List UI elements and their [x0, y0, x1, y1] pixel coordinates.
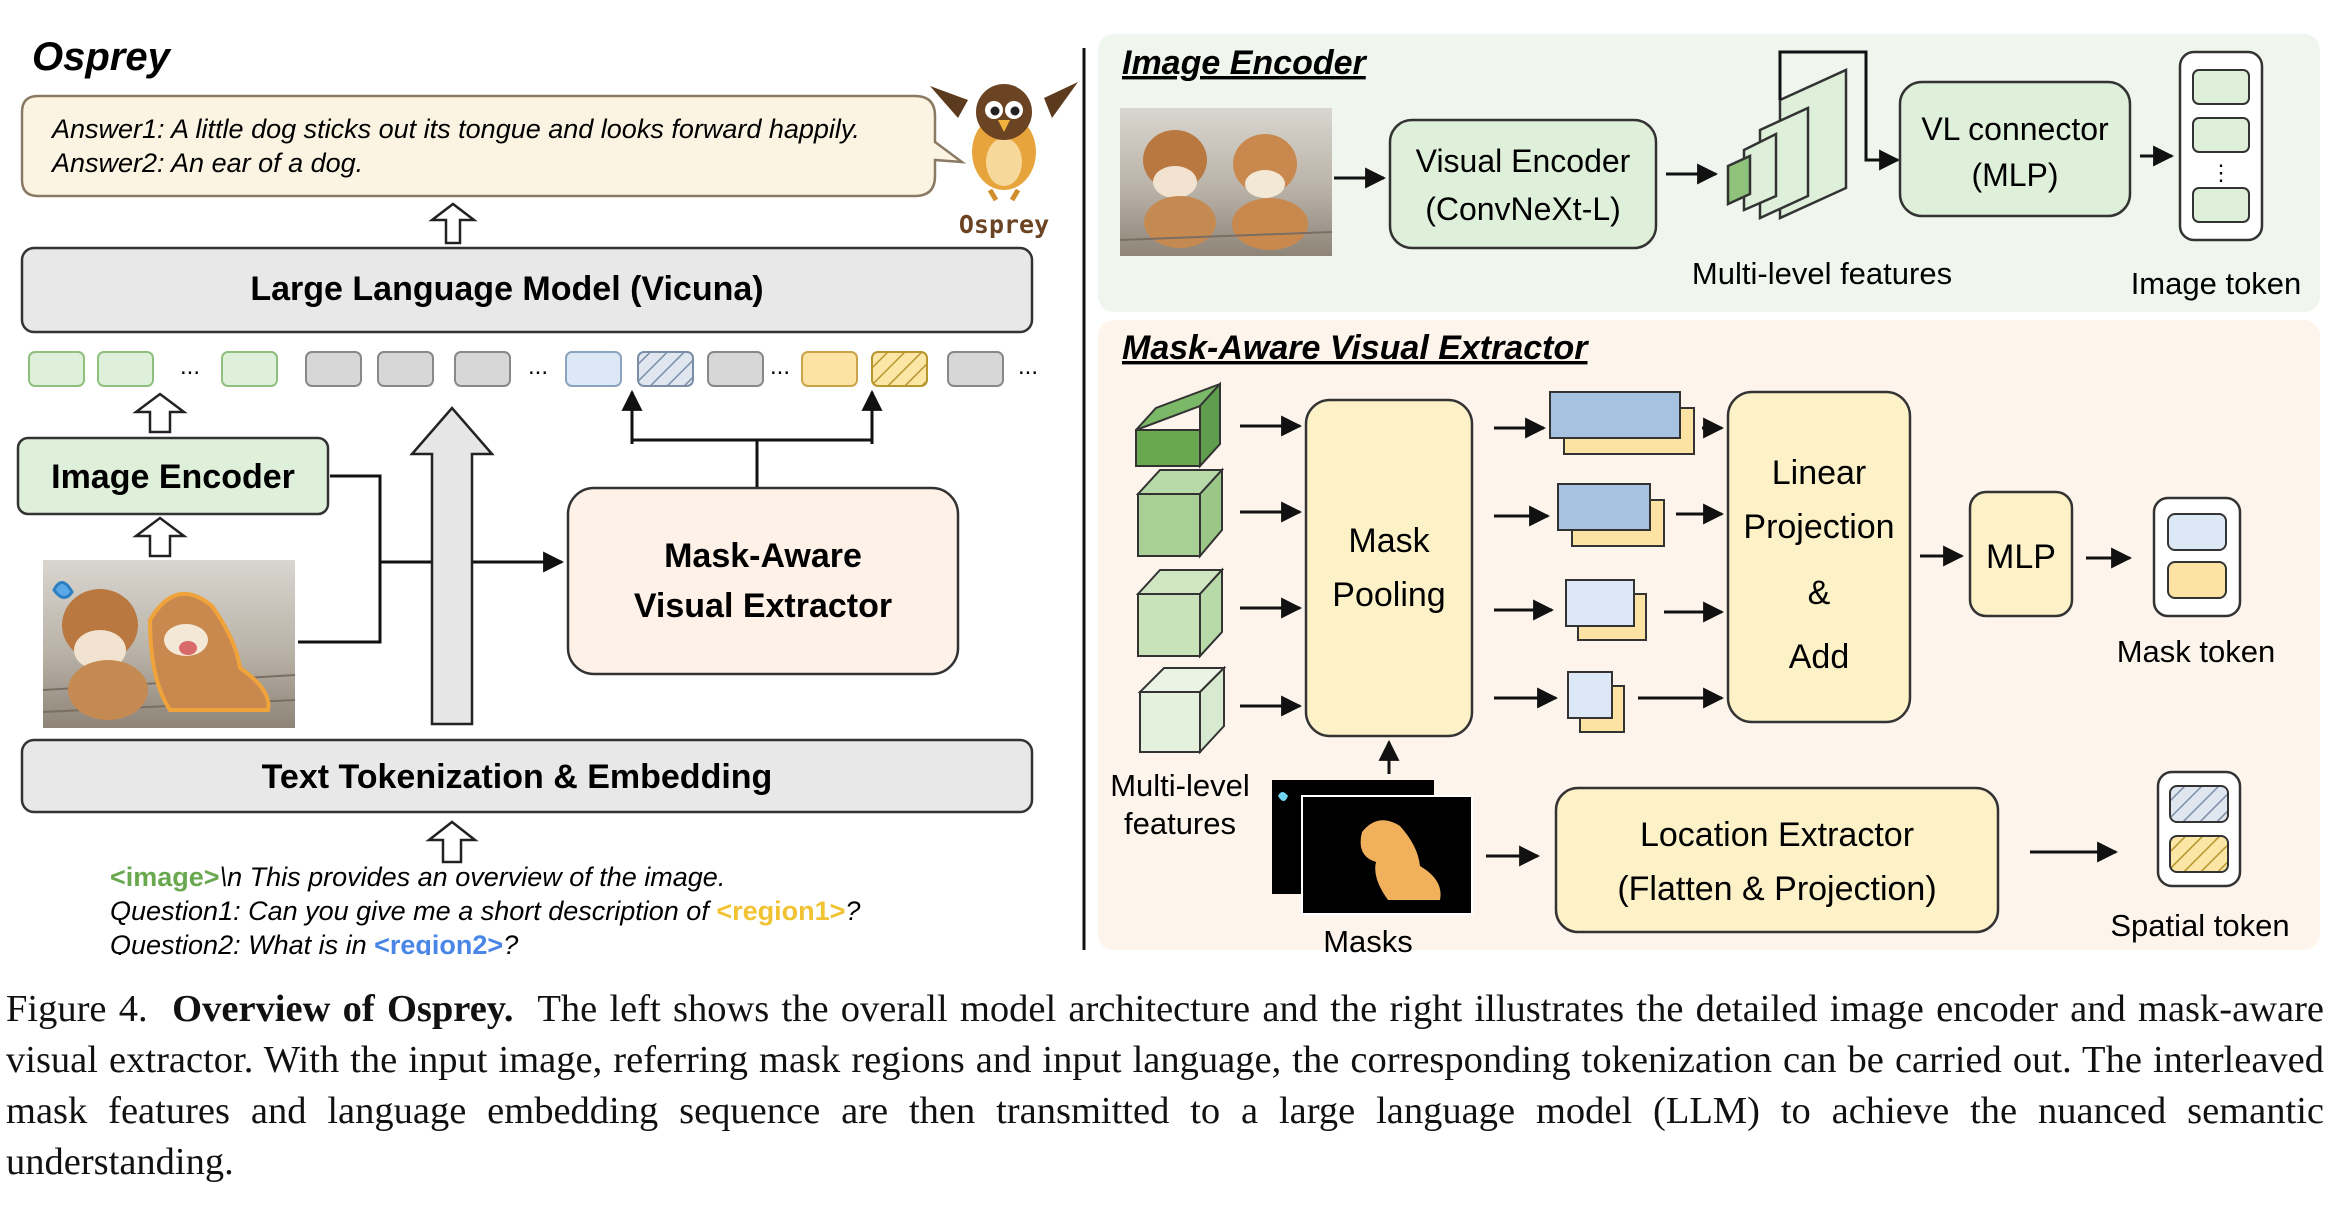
token-image-1 — [28, 351, 85, 387]
vl-connector-box — [1898, 80, 2132, 218]
spatial-token-blue — [2169, 785, 2229, 823]
linear-projection-line2: Projection — [1743, 508, 1894, 546]
mask-aware-panel-title: Mask-Aware Visual Extractor — [1122, 329, 1589, 367]
token-sequence: ... ... ... ... — [28, 351, 1038, 387]
linear-projection-line1: Linear — [1772, 454, 1867, 492]
text-embed-label: Text Tokenization & Embedding — [262, 758, 773, 796]
answer-bubble — [20, 94, 967, 198]
osprey-title: Osprey — [32, 35, 172, 79]
image-encoder-panel-title: Image Encoder — [1122, 44, 1368, 82]
mlp-box — [1968, 490, 2074, 618]
token-mask-1 — [565, 351, 622, 387]
token-text-3 — [454, 351, 511, 387]
mask-token-blue — [2167, 513, 2227, 551]
pooled-feature-4 — [1567, 671, 1625, 733]
osprey-mascot-icon — [930, 82, 1078, 202]
input-image-puppies — [42, 560, 296, 728]
image-token-2 — [2192, 117, 2250, 153]
image-token-3 — [2192, 187, 2250, 223]
mask-pooling-box — [1304, 398, 1474, 738]
image-token-ellipsis: ⋮ — [2210, 160, 2232, 185]
answer-1: Answer1: A little dog sticks out its ton… — [50, 114, 860, 144]
linear-projection-line3: & — [1808, 574, 1831, 612]
token-ellipsis-2: ... — [528, 353, 548, 380]
mask-extractor-label-line1: Mask-Aware — [664, 537, 862, 575]
image-token-1 — [2192, 69, 2250, 105]
feature-cube-3 — [1135, 567, 1225, 659]
token-text-5 — [947, 351, 1004, 387]
bracket-extractor — [630, 438, 874, 444]
linear-projection-line4: Add — [1789, 638, 1850, 676]
location-extractor-line1: Location Extractor — [1640, 816, 1914, 854]
token-text-4 — [707, 351, 764, 387]
mask-multi-level-label-2: features — [1124, 806, 1236, 841]
line-encoder-feature — [298, 474, 382, 644]
token-text-1 — [305, 351, 362, 387]
token-text-2 — [377, 351, 434, 387]
image-token-label: Image token — [2131, 266, 2302, 301]
llm-box — [20, 246, 1034, 334]
mask-token-label: Mask token — [2117, 634, 2276, 669]
token-image-3 — [221, 351, 278, 387]
visual-encoder-line1: Visual Encoder — [1416, 143, 1631, 179]
feature-cube-2 — [1135, 467, 1225, 559]
token-ellipsis-1: ... — [180, 353, 200, 380]
osprey-architecture-diagram: Osprey Answer1: A little dog sticks out … — [16, 34, 2320, 955]
caption-text: The left shows the overall model archite… — [6, 988, 2324, 1183]
visual-encoder-line2: (ConvNeXt-L) — [1425, 191, 1621, 227]
token-image-2 — [97, 351, 154, 387]
mask-pooling-line1: Mask — [1348, 522, 1430, 560]
linear-projection-box — [1726, 390, 1912, 724]
text-embed-box — [20, 738, 1034, 814]
location-extractor-box — [1554, 786, 2000, 934]
multi-level-features-stack — [1726, 68, 1848, 220]
visual-encoder-box — [1388, 118, 1658, 250]
location-extractor-line2: (Flatten & Projection) — [1617, 870, 1936, 908]
pooled-feature-2 — [1557, 483, 1665, 547]
llm-label: Large Language Model (Vicuna) — [250, 270, 763, 308]
mask-pooling-line2: Pooling — [1332, 576, 1445, 614]
mask-extractor-label-line2: Visual Extractor — [634, 587, 892, 625]
mask-extractor-box — [566, 486, 960, 676]
mask-multi-level-label-1: Multi-level — [1110, 768, 1250, 803]
pooled-feature-3 — [1565, 579, 1647, 641]
spatial-token-yellow — [2169, 835, 2229, 873]
pooled-feature-1 — [1549, 391, 1695, 455]
masks-label: Masks — [1323, 924, 1413, 955]
arrow-prompt-to-embed — [425, 820, 479, 864]
spatial-token-label: Spatial token — [2110, 908, 2289, 943]
caption-figure-label: Figure 4. — [6, 988, 148, 1030]
encoder-input-image — [1119, 108, 1333, 256]
caption-bold-title: Overview of Osprey. — [172, 988, 514, 1030]
token-ellipsis-4: ... — [1018, 353, 1038, 380]
multi-level-features-label: Multi-level features — [1692, 256, 1952, 291]
arrow-encoder-to-tokens — [132, 392, 188, 434]
vl-connector-line2: (MLP) — [1971, 157, 2058, 193]
masks-stack — [1272, 780, 1473, 915]
token-spatial-2 — [871, 351, 928, 387]
image-encoder-box — [16, 436, 330, 516]
arrow-up-to-answer — [428, 202, 478, 245]
arrow-text-to-tokens — [409, 406, 495, 726]
mascot-label: Osprey — [959, 210, 1049, 239]
prompt-line-1: <image>\n This provides an overview of t… — [110, 862, 725, 892]
prompt-line-2: Question1: Can you give me a short descr… — [110, 896, 860, 926]
prompt-line-3: Question2: What is in <region2>? — [110, 930, 518, 955]
vl-connector-line1: VL connector — [1921, 111, 2109, 147]
token-spatial-1 — [637, 351, 694, 387]
image-encoder-label: Image Encoder — [51, 458, 295, 496]
token-ellipsis-3: ... — [770, 353, 790, 380]
feature-cube-4 — [1137, 665, 1227, 755]
feature-cube-1 — [1135, 381, 1221, 469]
token-mask-2 — [801, 351, 858, 387]
mask-token-yellow — [2167, 561, 2227, 599]
arrow-image-to-encoder — [132, 516, 188, 558]
figure-caption: Figure 4. Overview of Osprey. The left s… — [6, 984, 2324, 1188]
answer-2: Answer2: An ear of a dog. — [50, 148, 363, 178]
mlp-label: MLP — [1986, 538, 2056, 576]
